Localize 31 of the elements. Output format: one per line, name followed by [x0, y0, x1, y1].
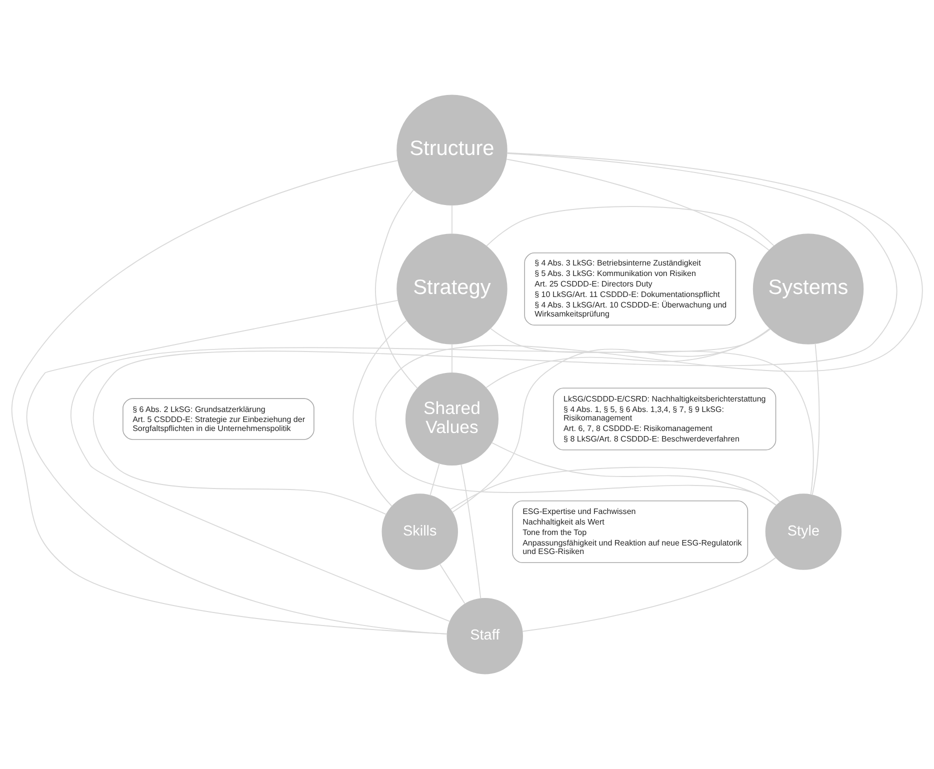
connector: [506, 158, 770, 251]
connector: [491, 442, 777, 506]
connector: [452, 328, 770, 513]
node-circle: Staff: [446, 598, 523, 674]
node-circle: Systems: [752, 234, 864, 344]
connector: [11, 160, 448, 634]
node-box: ESG-Expertise und Fachwissen Nachhaltigkeit als Wert Tone from the Top Anpassungsfähigkeit und Reaktion auf neue ESG-Regulatorik und ESG-Risiken: [512, 500, 748, 564]
node-circle: Shared Values: [405, 372, 498, 466]
connector: [92, 153, 898, 515]
node-circle: Strategy: [396, 234, 508, 344]
connector: [812, 343, 820, 496]
connector: [374, 189, 418, 389]
node-box: § 4 Abs. 3 LkSG: Betriebsinterne Zuständigkeit § 5 Abs. 3 LkSG: Kommunikation von Risiken Art. 25 CSDDD-E: Directors Duty § 10 LkSG/Art. 11 CSDDD-E: Dokumentationspflicht § 4 Abs. 3 LkSG/Art. 10 CSDDD-E: Überwachung und Wirksamkeitsprüfung: [524, 252, 736, 326]
connector: [522, 557, 776, 632]
node-box: LkSG/CSDDD-E/CSRD: Nachhaltigkeitsberichterstattung § 4 Abs. 1, § 5, § 6 Abs. 1,3,4, § 7, § 9 LkSG: Risikomanagement Art. 6, 7, 8 CSDDD-E: Risikomanagement § 8 LkSG/Art. 8 CSDDD-E: Beschwerdeverfahren: [553, 388, 776, 450]
connector: [460, 464, 482, 599]
connector: [451, 204, 452, 234]
connector: [451, 344, 452, 374]
connector: [70, 328, 771, 622]
connector: [486, 206, 774, 246]
connector: [490, 328, 814, 496]
node-circle: Skills: [382, 494, 458, 570]
connector: [26, 300, 448, 635]
connector: [430, 462, 440, 496]
connector: [450, 466, 780, 510]
node-circle: Style: [765, 494, 842, 570]
node-box: § 6 Abs. 2 LkSG: Grundsatzerklärung Art. 5 CSDDD-E: Strategie zur Einbeziehung der Sorgfaltspflichten in die Unternehmenspolitik: [122, 398, 314, 440]
node-circle: Structure: [396, 94, 508, 206]
connector: [375, 152, 923, 506]
connector: [352, 320, 408, 507]
connector: [439, 563, 466, 604]
